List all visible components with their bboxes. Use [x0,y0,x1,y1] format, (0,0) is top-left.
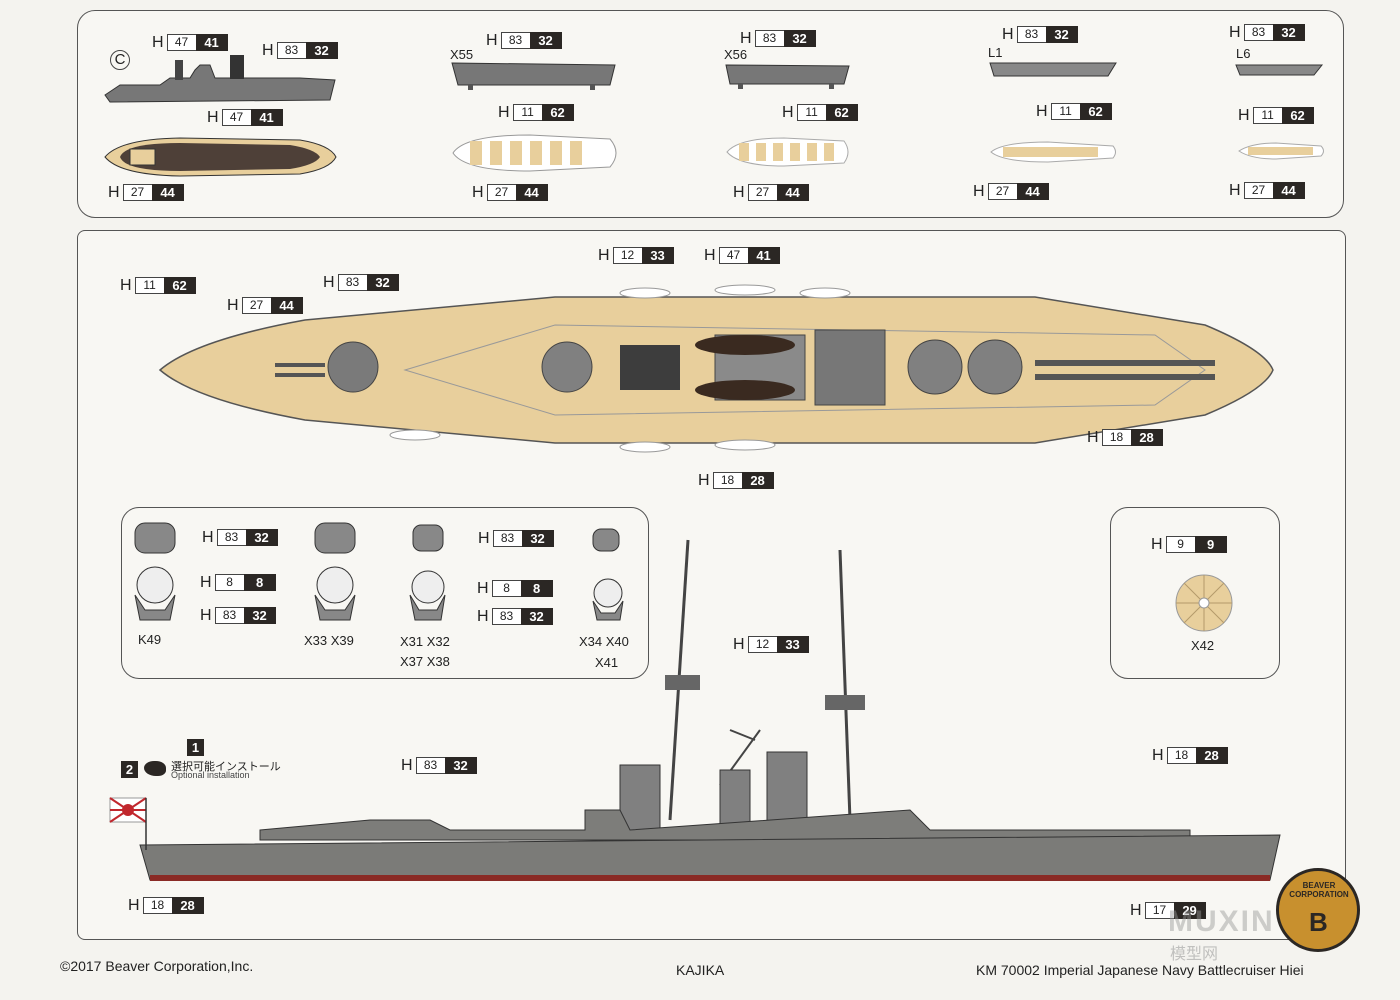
ship-plan-view [158,284,1274,453]
part-label-x56: X56 [724,47,748,62]
boat-l6-top [1238,142,1324,160]
part-label-x37-x38: X37 X38 [400,654,450,669]
part-label-x42: X42 [1191,638,1215,653]
steam-launch-top [104,137,337,177]
part-label-x31-x32: X31 X32 [400,634,450,649]
copyright: ©2017 Beaver Corporation,Inc. [60,958,254,974]
searchlight-panel [121,507,649,679]
cutter-x55-top [452,134,617,172]
boat-l6-side [1235,64,1324,76]
part-label-x41: X41 [595,655,619,670]
part-label-x55: X55 [450,47,474,62]
deck-decal-x42 [1175,574,1233,632]
steam-launch-side [104,55,336,103]
author: KAJIKA [676,962,725,978]
watermark-cjk: 模型网 [1170,946,1219,963]
part-label-x33-x39: X33 X39 [304,633,354,648]
part-label-x34-x40: X34 X40 [579,634,629,649]
step-1-marker: 1 [187,739,204,756]
optional-install-icon [144,761,166,776]
step-2-marker: 2 [121,761,138,778]
cutter-x56-top [726,137,849,167]
section-letter-c: C [110,50,130,70]
part-label-l6: L6 [1236,46,1251,61]
cutter-x56-side [725,64,850,89]
part-label-k49: K49 [138,632,162,647]
searchlight-parts [134,522,624,621]
beaver-corporation-logo: BEAVER CORPORATION B [1276,868,1360,952]
watermark-latin: MUXIN [1168,905,1275,938]
optional-install-en: Optional installation [171,770,250,780]
ship-side-view [109,539,1281,881]
product-title: KM 70002 Imperial Japanese Navy Battlecr… [976,962,1304,978]
optional-install-jp: 選択可能インストール [171,761,281,773]
part-label-l1: L1 [988,45,1003,60]
cutter-x55-side [451,62,616,90]
boat-l1-side [989,62,1117,77]
boat-l1-top [990,141,1116,163]
